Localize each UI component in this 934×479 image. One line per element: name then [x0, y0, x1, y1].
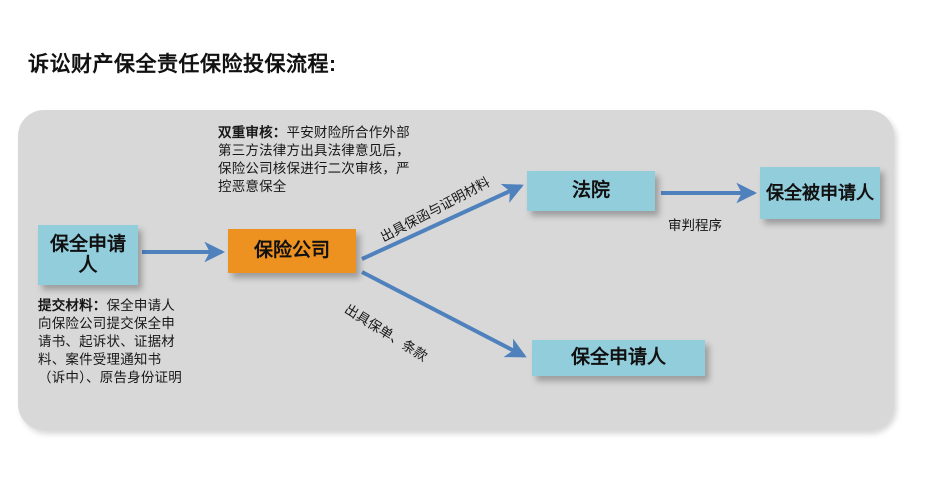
edge-label-shen-pan-cheng-xu: 审判程序 [668, 218, 722, 233]
node-bao-quan-shen-qing-ren[interactable]: 保全申请人 [38, 225, 138, 285]
node-bao-xian-gong-si[interactable]: 保险公司 [228, 229, 356, 273]
node-bao-quan-bei-shen-qing-ren[interactable]: 保全被申请人 [760, 167, 880, 219]
node-fa-yuan[interactable]: 法院 [527, 171, 655, 211]
diagram-panel [18, 110, 894, 430]
annotation-submit-materials-body: 保全申请人向保险公司提交保全申请书、起诉状、证据材料、案件受理通知书（诉中）、原… [38, 298, 182, 385]
annotation-submit-materials: 提交材料：保全申请人向保险公司提交保全申请书、起诉状、证据材料、案件受理通知书（… [38, 297, 186, 387]
node-bao-quan-shen-qing-ren-2[interactable]: 保全申请人 [532, 340, 705, 376]
annotation-dual-review-heading: 双重审核： [218, 125, 287, 140]
annotation-submit-materials-heading: 提交材料： [38, 298, 107, 313]
annotation-dual-review-body: 平安财险所合作外部第三方法律方出具法律意见后，保险公司核保进行二次审核，严控恶意… [218, 125, 410, 194]
page-title: 诉讼财产保全责任保险投保流程: [28, 53, 337, 76]
annotation-dual-review: 双重审核：平安财险所合作外部第三方法律方出具法律意见后，保险公司核保进行二次审核… [218, 124, 414, 196]
